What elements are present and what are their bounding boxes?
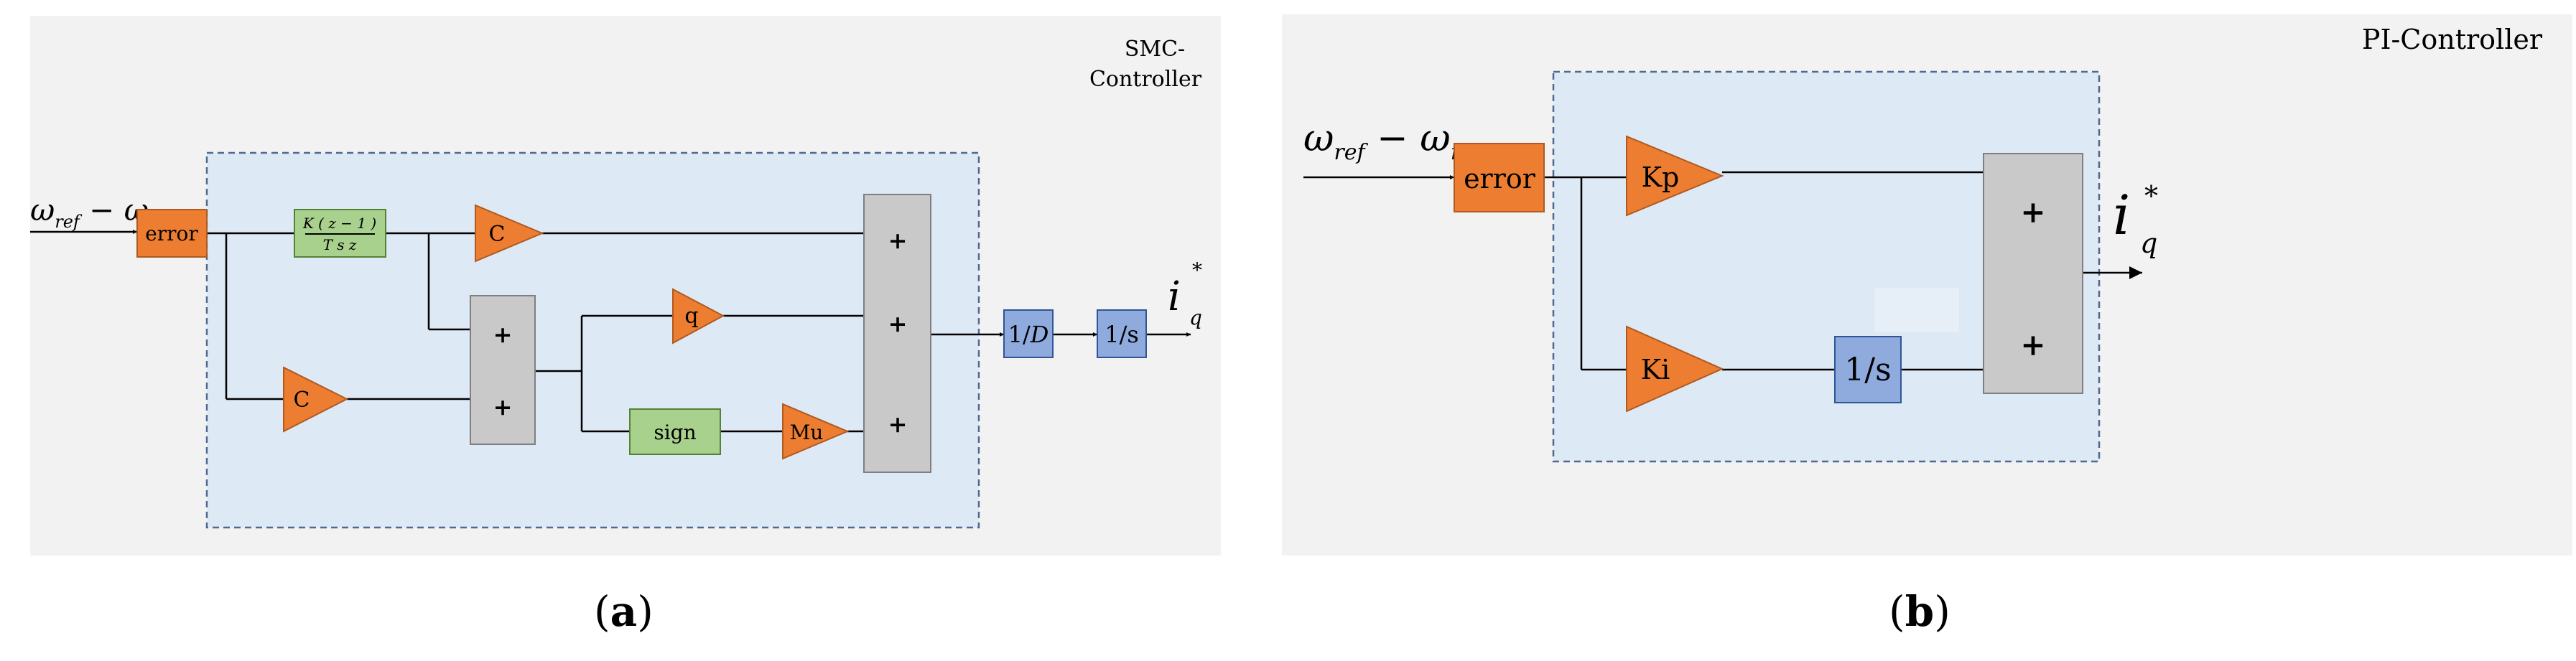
panel-b-connections [1303, 171, 2142, 371]
sum-block-2-plus-2: + [888, 310, 908, 337]
panel-b-faint-patch [1874, 288, 1959, 332]
gain-kp [1626, 135, 1724, 217]
panel-a: SMC- Controller ωref − ωm [30, 16, 1221, 555]
panel-b-sum-plus-bottom: + [2020, 327, 2045, 362]
gain-c-top [475, 204, 544, 263]
panel-a-output-q: q [1189, 306, 1202, 329]
block-1-over-s [1097, 309, 1147, 358]
panel-b-error-label: error [1464, 163, 1536, 194]
panel-b-output-i: i [2113, 183, 2130, 247]
gain-c-bottom [283, 366, 349, 433]
gain-kp-label: Kp [1642, 161, 1680, 193]
sum-block-1-plus-top: + [493, 321, 513, 348]
sum-block-1-plus-bottom: + [493, 393, 513, 421]
panel-b-integrator-block [1834, 336, 1902, 403]
sum-block-2-plus-1: + [888, 227, 908, 254]
panel-b-title: PI-Controller [2362, 24, 2543, 55]
panel-a-error-label: error [145, 222, 198, 245]
panel-a-title-line2: Controller [1089, 67, 1202, 92]
sum-block-1 [470, 295, 536, 445]
block-1-over-d-label: 1/D [1008, 321, 1049, 348]
panel-a-connections [30, 230, 1191, 433]
gain-ki-label: Ki [1641, 354, 1670, 385]
panel-b-output-star: * [2144, 180, 2158, 212]
block-1-over-d [1003, 309, 1054, 358]
sum-block-2-plus-3: + [888, 411, 908, 438]
panel-b-input-label: ωref − ωm [1303, 117, 1471, 165]
panel-b-integrator-label: 1/s [1844, 352, 1891, 388]
caption-a: (a) [594, 587, 654, 636]
caption-b: (b) [1889, 587, 1950, 636]
gain-q [672, 288, 725, 344]
sign-block-label: sign [654, 421, 696, 444]
gain-ki [1626, 325, 1724, 413]
sign-block [629, 408, 721, 455]
panel-a-output-star: * [1192, 258, 1202, 282]
gain-c-bottom-label: C [294, 388, 310, 413]
tf-numerator: K ( z − 1 ) [302, 215, 376, 232]
block-1-over-s-label: 1/s [1105, 321, 1139, 348]
panel-b: PI-Controller ωref − ωm error Kp Ki 1/s [1282, 14, 2572, 555]
tf-denominator: T s z [323, 236, 357, 253]
gain-mu-label: Mu [790, 421, 824, 444]
panel-b-output-q: q [2140, 228, 2157, 259]
panel-b-sum-plus-top: + [2020, 194, 2045, 230]
panel-a-error-block [136, 209, 208, 258]
panel-b-sum-block [1983, 153, 2083, 394]
panel-a-output-i: i [1168, 273, 1181, 320]
gain-mu [782, 403, 850, 460]
gain-c-top-label: C [489, 222, 506, 247]
gain-q-label: q [684, 304, 698, 329]
panel-a-title-line1: SMC- [1125, 37, 1185, 62]
sum-block-2 [863, 194, 931, 473]
panel-b-error-block [1454, 143, 1545, 212]
